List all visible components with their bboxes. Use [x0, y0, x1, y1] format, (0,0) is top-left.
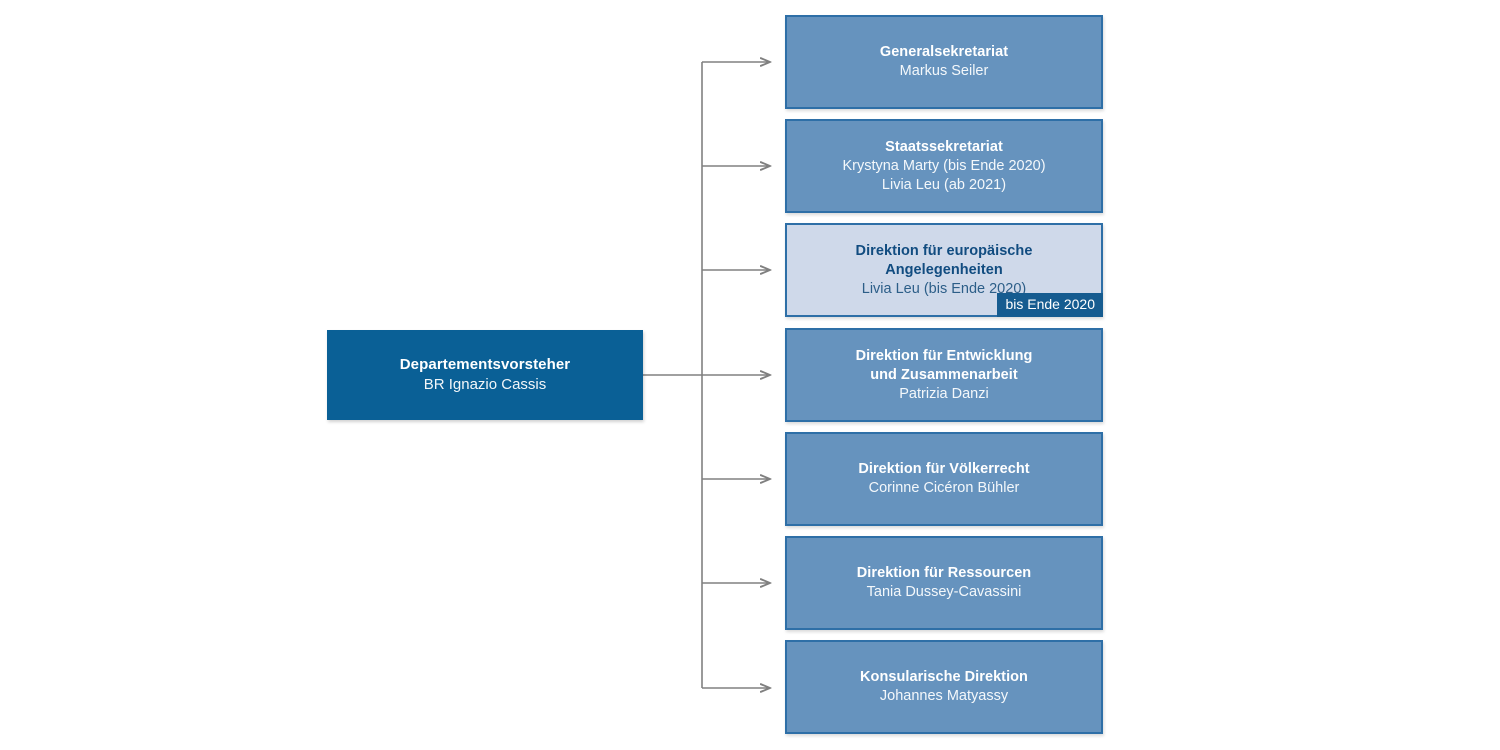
node-person: Markus Seiler [899, 63, 989, 79]
node-person: Livia Leu (bis Ende 2020) [861, 280, 1027, 297]
node-person-secondary: Livia Leu (ab 2021) [881, 176, 1007, 193]
node-person: Johannes Matyassy [879, 688, 1009, 704]
node-title: Staatssekretariat [885, 138, 1003, 155]
node-title-line-1: Direktion für Entwicklung [855, 347, 1033, 364]
node-title: Direktion für Völkerrecht [858, 461, 1030, 477]
node-person: Patrizia Danzi [899, 385, 989, 402]
node-direktion-ressourcen[interactable]: Direktion für Ressourcen Tania Dussey-Ca… [785, 536, 1103, 630]
node-person: BR Ignazio Cassis [423, 376, 547, 393]
node-title: Direktion für Ressourcen [856, 565, 1032, 581]
node-title-line-2: und Zusammenarbeit [870, 366, 1018, 383]
status-badge: bis Ende 2020 [997, 293, 1103, 317]
node-generalsekretariat[interactable]: Generalsekretariat Markus Seiler [785, 15, 1103, 109]
node-title: Generalsekretariat [879, 44, 1009, 60]
node-departementsvorsteher[interactable]: Departementsvorsteher BR Ignazio Cassis [327, 330, 643, 420]
node-direktion-entwicklung-zusammenarbeit[interactable]: Direktion für Entwicklung und Zusammenar… [785, 328, 1103, 422]
node-direktion-voelkerrecht[interactable]: Direktion für Völkerrecht Corinne Cicéro… [785, 432, 1103, 526]
node-title: Direktion für europäische Angelegenheite… [855, 242, 1033, 278]
node-direktion-europaeische-angelegenheiten[interactable]: Direktion für europäische Angelegenheite… [785, 223, 1103, 317]
node-konsularische-direktion[interactable]: Konsularische Direktion Johannes Matyass… [785, 640, 1103, 734]
node-person: Corinne Cicéron Bühler [868, 480, 1020, 496]
node-person: Tania Dussey-Cavassini [866, 584, 1022, 600]
node-title: Konsularische Direktion [860, 669, 1028, 685]
node-staatssekretariat[interactable]: Staatssekretariat Krystyna Marty (bis En… [785, 119, 1103, 213]
node-title: Departementsvorsteher [399, 356, 571, 373]
node-person: Krystyna Marty (bis Ende 2020) [842, 157, 1046, 174]
